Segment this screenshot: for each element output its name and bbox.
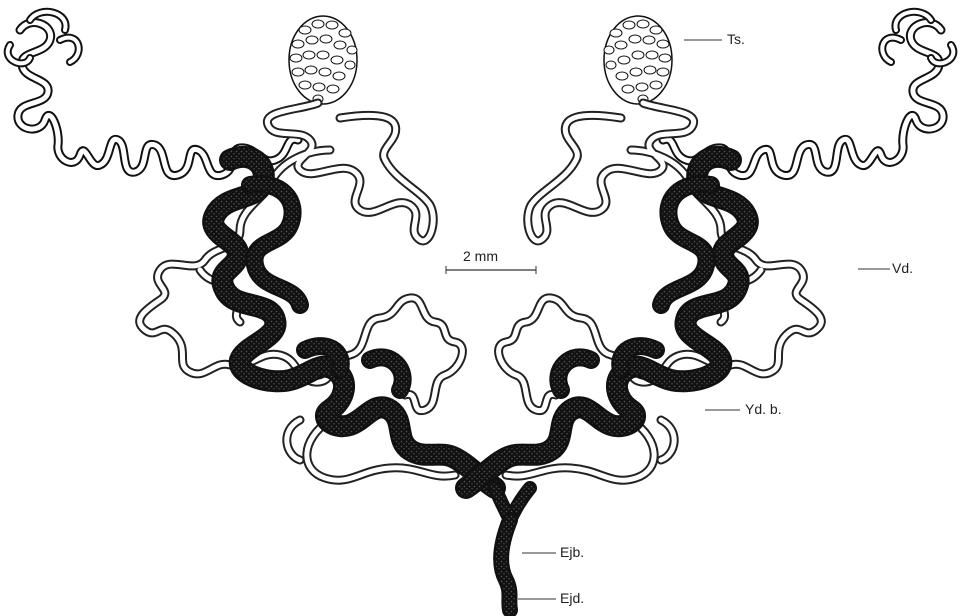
scale-bar-label: 2 mm <box>463 248 498 264</box>
label-testis: Ts. <box>727 31 745 47</box>
left-testis <box>289 16 357 104</box>
scale-bar <box>446 266 536 274</box>
label-ejaculatory-bulb: Ejb. <box>560 544 584 560</box>
label-vesicula-bulb: Yd. b. <box>745 401 782 417</box>
label-ejaculatory-duct: Ejd. <box>560 590 584 606</box>
left-organ-half <box>8 12 495 488</box>
ejaculatory-complex <box>495 488 530 610</box>
label-vas-deferens: Vd. <box>892 260 913 276</box>
right-organ-half <box>466 12 953 488</box>
